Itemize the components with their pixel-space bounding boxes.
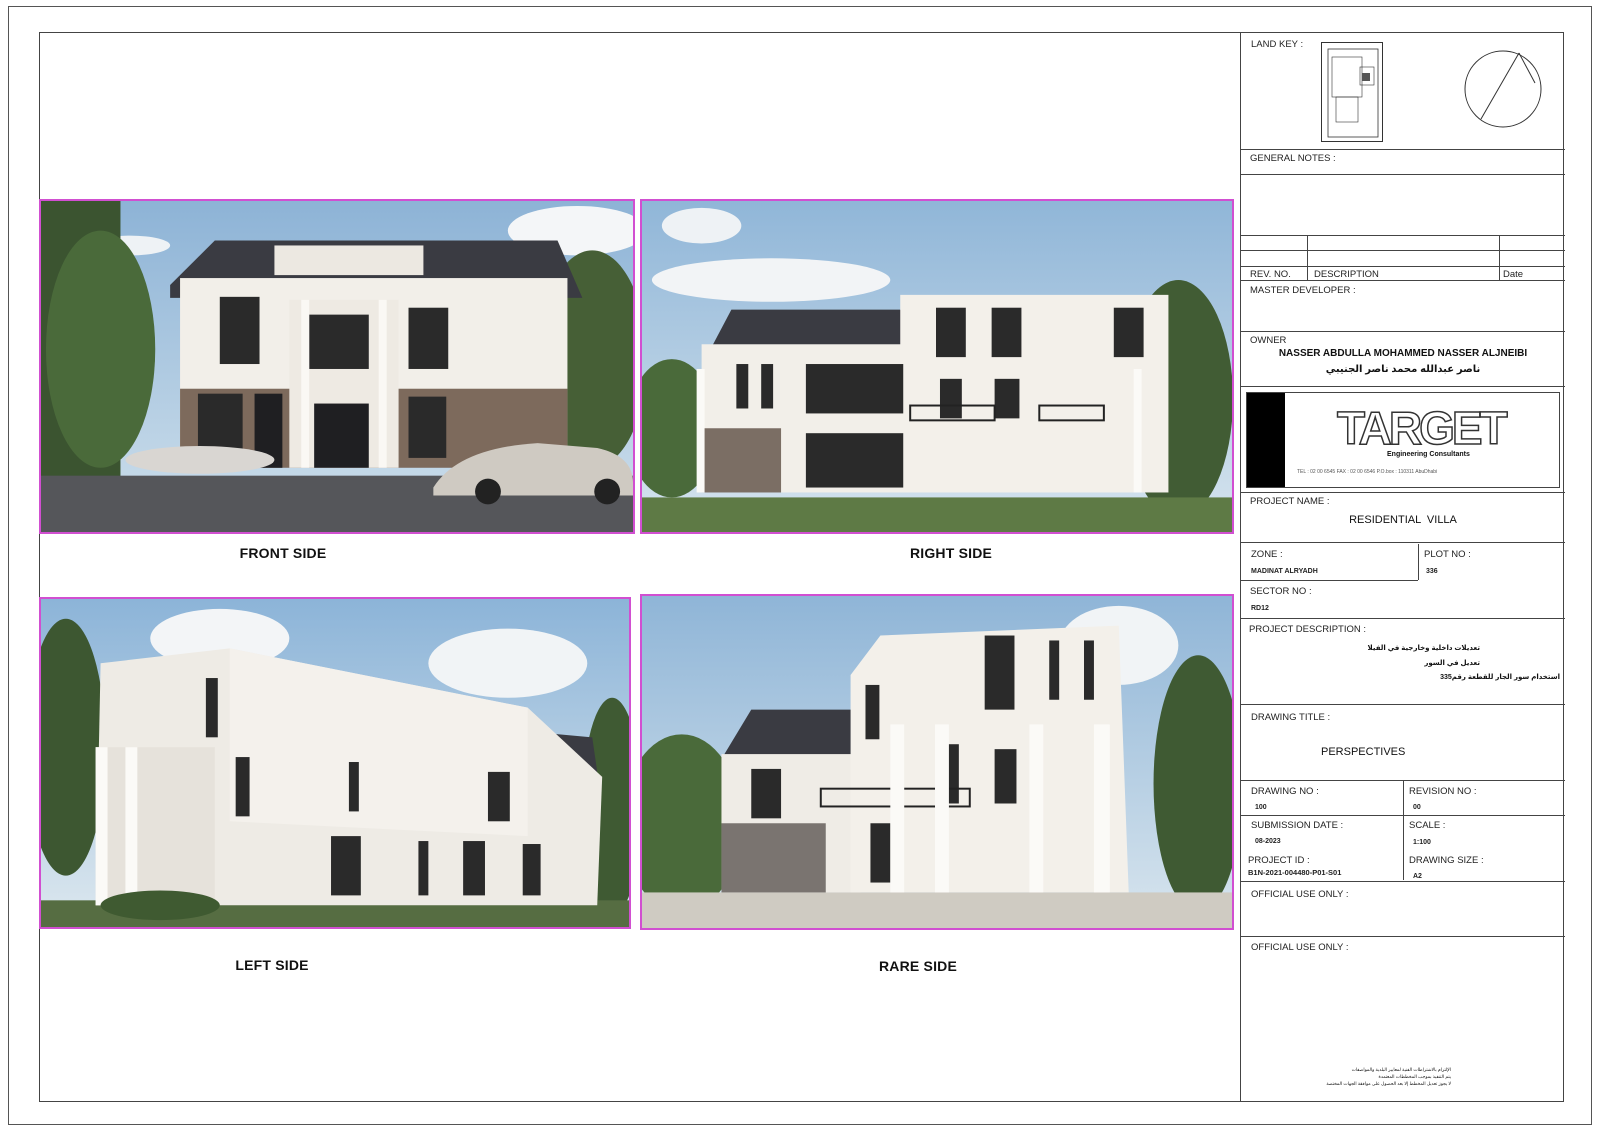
scale-value: 1:100 [1413, 839, 1431, 846]
master-developer-label: MASTER DEVELOPER : [1250, 285, 1356, 296]
project-description-line-2: تعديل في السور [1424, 660, 1480, 667]
project-description-label: PROJECT DESCRIPTION : [1249, 624, 1367, 635]
zone-label: ZONE : [1251, 549, 1283, 560]
front-side-caption: FRONT SIDE [239, 545, 327, 561]
divider [1241, 235, 1565, 236]
divider [1241, 386, 1565, 387]
drawing-title: PERSPECTIVES [1321, 746, 1406, 758]
submission-date-label: SUBMISSION DATE : [1251, 820, 1344, 831]
revision-no-label: REVISION NO : [1409, 786, 1477, 797]
revision-no-value: 00 [1413, 804, 1421, 811]
divider [1241, 331, 1565, 332]
outer-frame [8, 6, 1592, 1125]
footer-note-line-1: الإلتزام بالاشتراطات الفنية لمعايير البل… [1351, 1067, 1451, 1072]
divider [1241, 149, 1565, 150]
scale-label: SCALE : [1409, 820, 1446, 831]
rev-no-label: REV. NO. [1250, 269, 1291, 280]
description-label: DESCRIPTION [1314, 269, 1379, 280]
submission-date-value: 08-2023 [1255, 838, 1281, 845]
sector-no-label: SECTOR NO : [1250, 586, 1312, 597]
rare-side-render [640, 594, 1234, 930]
divider [1403, 780, 1404, 880]
drawing-no-value: 100 [1255, 804, 1267, 811]
divider [1241, 936, 1565, 937]
drawing-no-label: DRAWING NO : [1251, 786, 1319, 797]
divider [1241, 704, 1565, 705]
drawing-sheet [39, 32, 1564, 1102]
divider [1241, 492, 1565, 493]
divider [1241, 542, 1565, 543]
land-key-label: LAND KEY : [1251, 39, 1304, 50]
divider [1241, 250, 1565, 251]
logo-subtitle: Engineering Consultants [1387, 451, 1470, 458]
right-side-render [640, 199, 1234, 534]
divider [1241, 580, 1418, 581]
divider [1241, 280, 1565, 281]
drawing-title-label: DRAWING TITLE : [1251, 712, 1331, 723]
divider [1241, 881, 1565, 882]
official-use-label-1: OFFICIAL USE ONLY : [1251, 889, 1349, 900]
footer-note-line-2: يتم التنفيذ بموجب المخططات المعتمدة [1378, 1074, 1451, 1079]
divider [1499, 235, 1500, 280]
footer-note-line-3: لا يجوز تعديل المخطط إلا بعد الحصول على … [1326, 1081, 1451, 1086]
owner-label: OWNER [1250, 335, 1287, 346]
rare-side-caption: RARE SIDE [878, 958, 958, 974]
target-logo-text: TARGET [1336, 401, 1508, 455]
owner-name-en: NASSER ABDULLA MOHAMMED NASSER ALJNEIBI [1278, 348, 1528, 359]
sector-no-value: RD12 [1251, 605, 1269, 612]
divider [1307, 235, 1308, 280]
north-arrow-icon [1463, 49, 1543, 129]
left-side-render [39, 597, 631, 929]
consultant-logo-box: TARGET Engineering Consultants TEL : 02 … [1246, 392, 1560, 488]
general-notes-label: GENERAL NOTES : [1250, 153, 1336, 164]
logo-contact: TEL : 02 00 6545 FAX : 02 00 6546 P.O.bo… [1297, 469, 1438, 475]
official-use-label-2: OFFICIAL USE ONLY : [1251, 942, 1349, 953]
title-block: LAND KEY : GENERAL NOTES : REV. NO. DESC… [1240, 32, 1565, 1102]
date-label: Date [1503, 269, 1524, 280]
land-key-plan [1321, 42, 1383, 142]
plot-no-value: 336 [1426, 568, 1438, 575]
divider [1241, 618, 1565, 619]
plot-no-label: PLOT NO : [1424, 549, 1471, 560]
left-side-caption: LEFT SIDE [235, 957, 309, 973]
project-id-value: B1N-2021-004480-P01-S01 [1248, 868, 1342, 877]
divider [1241, 815, 1565, 816]
project-description-line-1: تعديلات داخلية وخارجية في الفيلا [1367, 645, 1480, 652]
drawing-size-label: DRAWING SIZE : [1409, 855, 1484, 866]
drawing-size-value: A2 [1413, 873, 1422, 880]
project-id-label: PROJECT ID : [1248, 855, 1310, 866]
project-name-label: PROJECT NAME : [1250, 496, 1330, 507]
project-name: RESIDENTIAL VILLA [1349, 514, 1457, 526]
front-side-render [39, 199, 635, 534]
divider [1241, 174, 1565, 175]
owner-name-ar: ناصر عبدالله محمد ناصر الجنيبي [1325, 364, 1481, 375]
divider [1241, 266, 1565, 267]
logo-black-bar [1247, 393, 1285, 487]
zone-value: MADINAT ALRYADH [1251, 568, 1318, 575]
divider [1418, 544, 1419, 580]
project-description-line-3: استخدام سور الجار للقطعة رقم335 [1440, 674, 1560, 681]
right-side-caption: RIGHT SIDE [909, 545, 993, 561]
